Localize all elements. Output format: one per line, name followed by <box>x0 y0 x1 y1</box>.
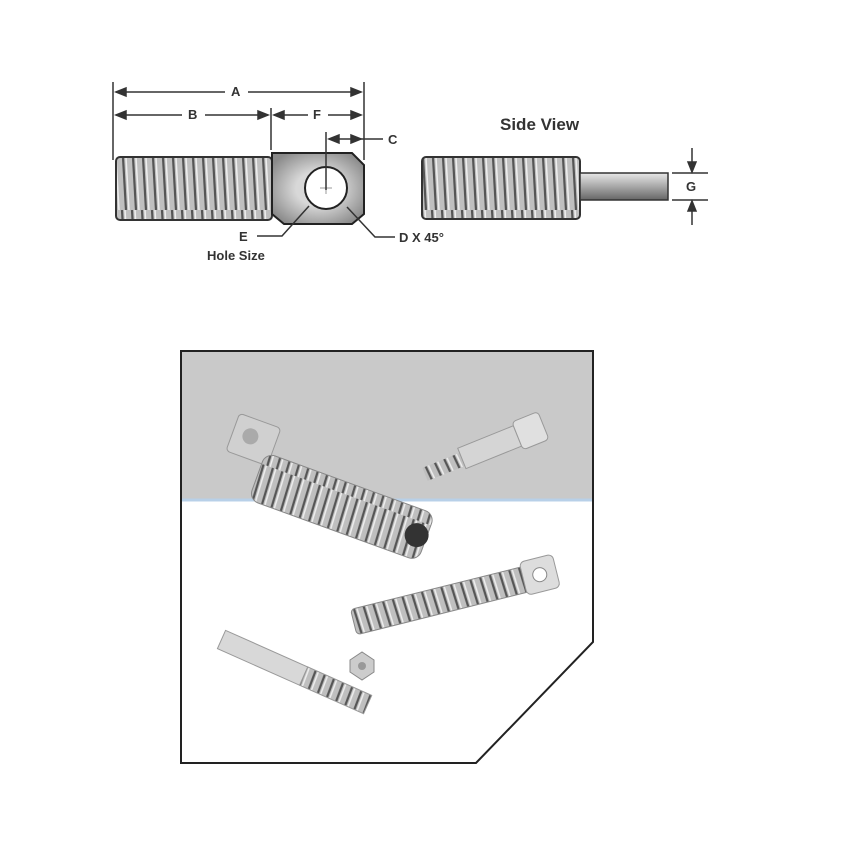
side-thread-body <box>421 156 669 220</box>
dimension-label-c: C <box>388 132 398 147</box>
dimension-label-g: G <box>686 179 697 194</box>
dimension-lines <box>112 82 395 238</box>
eye-head <box>271 152 365 225</box>
side-dimension-lines <box>672 148 708 225</box>
hole-size-caption: Hole Size <box>207 248 265 263</box>
dimension-label-d: D X 45° <box>399 230 444 245</box>
dimension-label-b: B <box>188 107 198 122</box>
dimension-label-a: A <box>231 84 241 99</box>
front-thread-body <box>115 156 273 221</box>
dimension-label-e: E <box>239 229 248 244</box>
product-photo <box>180 350 594 764</box>
side-view-title: Side View <box>500 115 580 134</box>
dimension-label-f: F <box>313 107 321 122</box>
